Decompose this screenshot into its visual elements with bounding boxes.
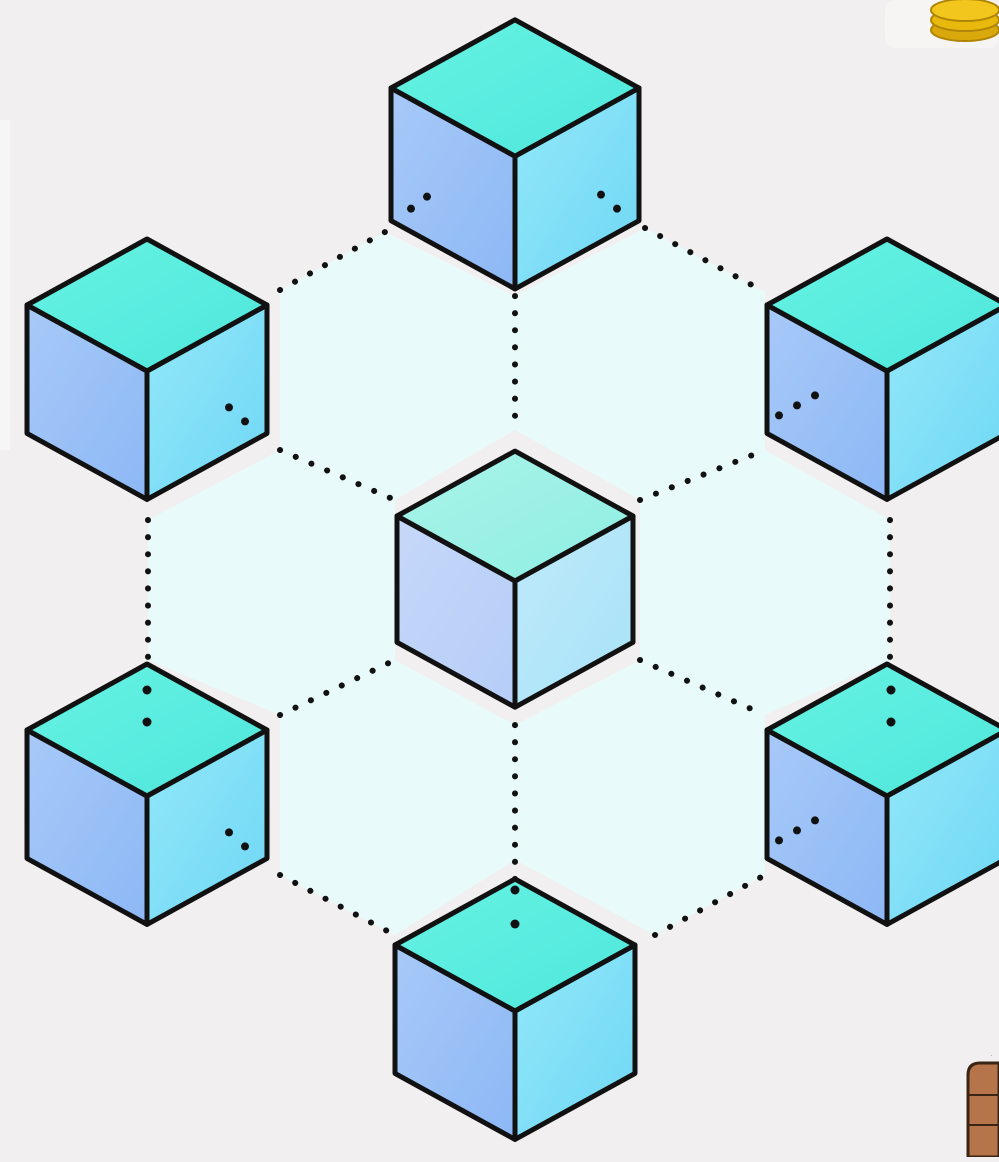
connection-dot-5: [511, 886, 520, 895]
connection-dot-3: [887, 686, 896, 695]
cube-top: [391, 20, 639, 289]
cube-upper-left: [27, 239, 267, 499]
hex-cell-5: [280, 660, 515, 935]
connection-dot-4: [887, 718, 896, 727]
connection-dot-2: [143, 718, 152, 727]
cube-lower-right: [767, 664, 999, 924]
cube-upper-right: [767, 239, 999, 499]
cube-center: [397, 451, 633, 707]
cube-bottom: [395, 879, 635, 1139]
hex-cell-4: [640, 450, 890, 715]
connection-dot-1: [143, 686, 152, 695]
cube-lower-left: [27, 664, 267, 924]
connection-dot-6: [511, 920, 520, 929]
